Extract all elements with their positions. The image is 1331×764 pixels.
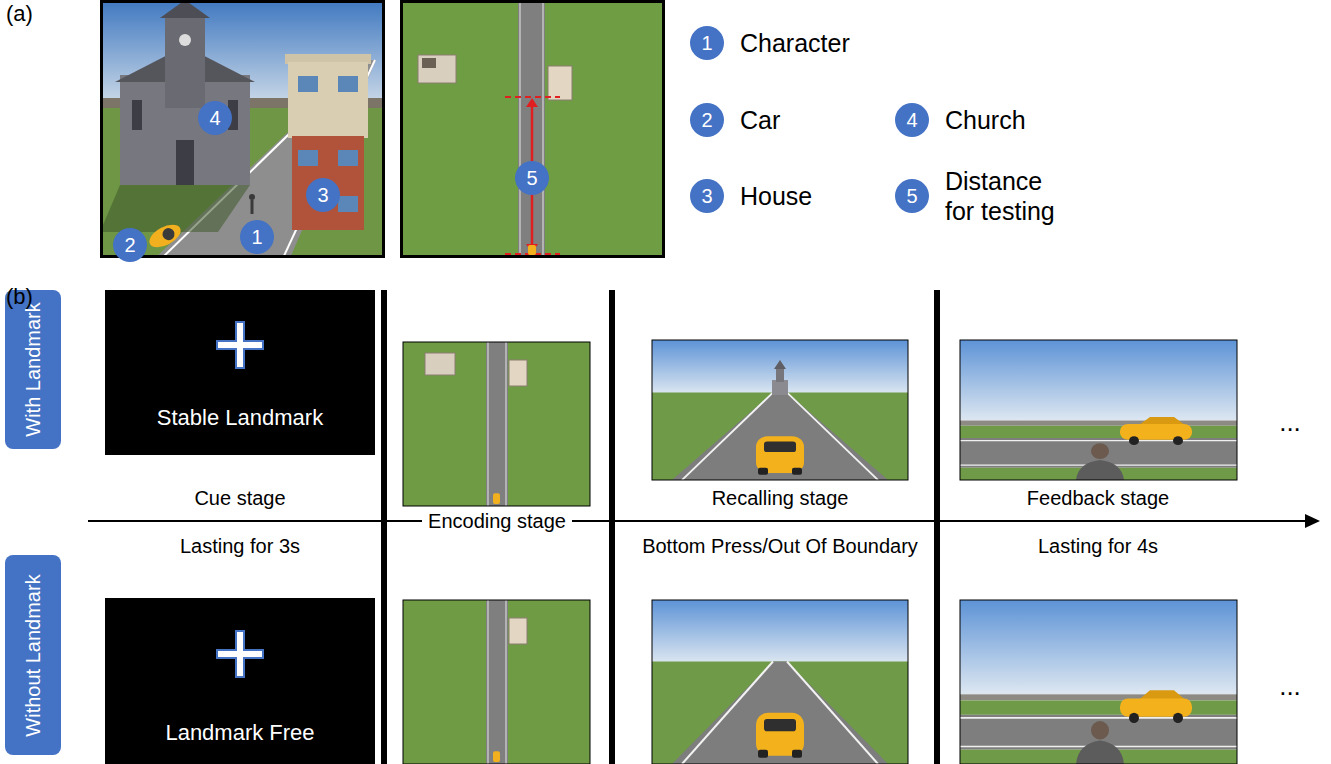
cue-text: Stable Landmark — [105, 405, 375, 431]
row-label: With Landmark — [22, 302, 45, 437]
stage-label: ... — [1279, 671, 1301, 702]
callout-digit: 5 — [526, 167, 537, 190]
row-label: Without Landmark — [22, 574, 45, 736]
callout-digit: 3 — [701, 185, 712, 208]
key-item: 3 House — [690, 179, 812, 213]
stage-label: Cue stage — [194, 487, 285, 510]
stage-label: Lasting for 3s — [180, 535, 300, 558]
callout-number: 3 — [306, 178, 340, 212]
callout-circle: 1 — [690, 26, 724, 60]
key-text: Distance for testing — [945, 166, 1075, 226]
key-text: Car — [740, 105, 780, 135]
callout-number: 5 — [515, 161, 549, 195]
callout-circle: 2 — [690, 103, 724, 137]
fixation-cross — [217, 631, 263, 677]
stage-label: Lasting for 4s — [1038, 535, 1158, 558]
key-text: Church — [945, 105, 1026, 135]
stage-label: Encoding stage — [422, 510, 572, 533]
callout-digit: 2 — [701, 109, 712, 132]
callout-circle: 5 — [895, 179, 929, 213]
fixation-cross — [217, 322, 263, 368]
stage-label: (a) — [6, 1, 33, 27]
callout-number: 2 — [113, 228, 147, 262]
key-text: House — [740, 181, 812, 211]
key-item: 5 Distance for testing — [895, 166, 1075, 226]
callout-digit: 4 — [906, 109, 917, 132]
cue-text: Landmark Free — [105, 720, 375, 746]
key-item: 2 Car — [690, 103, 780, 137]
key-item: 1 Character — [690, 26, 850, 60]
stage-label: (b) — [6, 284, 33, 310]
callout-digit: 4 — [209, 107, 220, 130]
row-label-box: With Landmark — [5, 290, 61, 449]
stage-label: Feedback stage — [1027, 487, 1169, 510]
cue-screen: Stable Landmark — [105, 290, 375, 455]
callout-digit: 1 — [251, 226, 262, 249]
stage-label: ... — [1279, 407, 1301, 438]
row-label-box: Without Landmark — [5, 555, 61, 755]
callout-number: 1 — [240, 220, 274, 254]
key-item: 4 Church — [895, 103, 1026, 137]
callout-circle: 3 — [690, 179, 724, 213]
callout-digit: 5 — [906, 185, 917, 208]
callout-digit: 1 — [701, 32, 712, 55]
callout-circle: 4 — [895, 103, 929, 137]
callout-digit: 3 — [317, 184, 328, 207]
stage-label: Recalling stage — [712, 487, 849, 510]
key-text: Character — [740, 28, 850, 58]
cue-screen: Landmark Free — [105, 598, 375, 764]
callout-number: 4 — [198, 101, 232, 135]
stage-label: Bottom Press/Out Of Boundary — [642, 535, 918, 558]
callout-digit: 2 — [124, 234, 135, 257]
